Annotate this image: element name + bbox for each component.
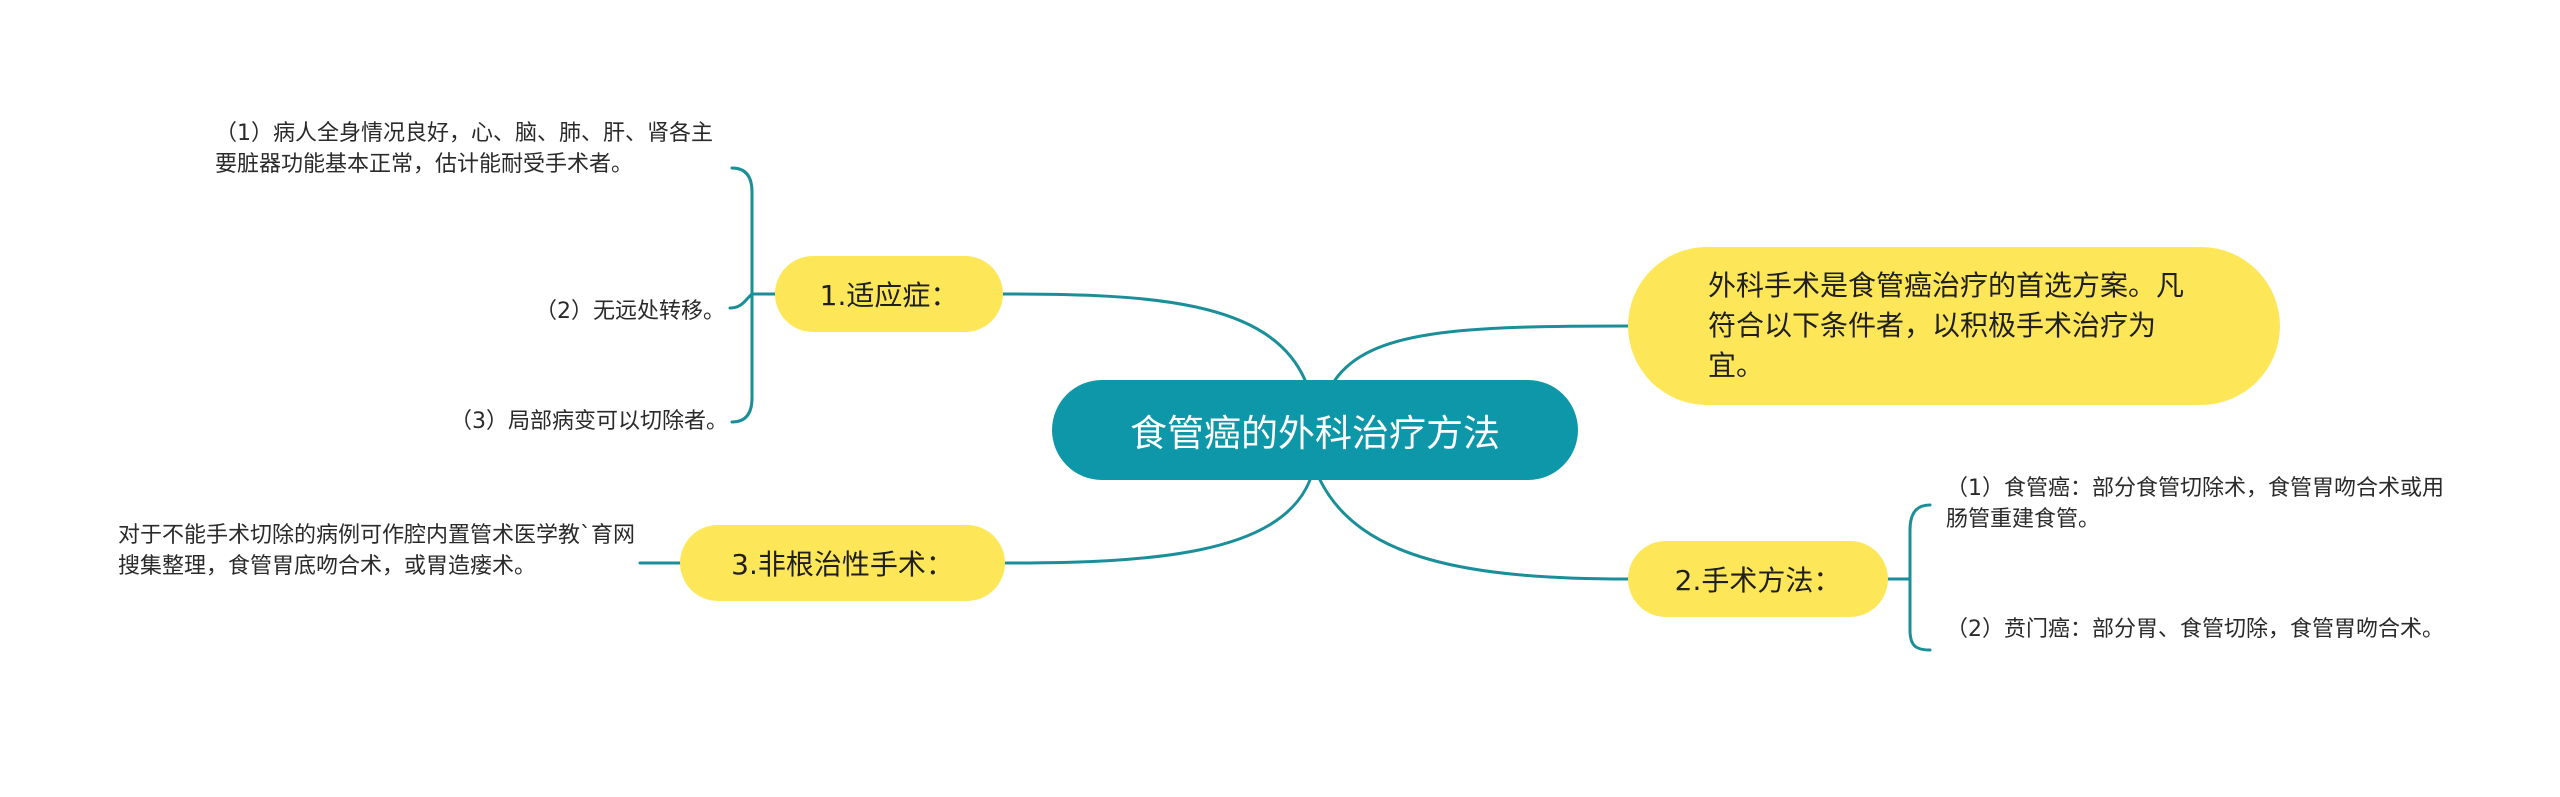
link-root-branch3 (1003, 478, 1312, 565)
branch-non-radical-surgery[interactable]: 3.非根治性手术： (680, 525, 1005, 601)
leaf-indication-general-condition[interactable]: （1）病人全身情况良好，心、脑、肺、肝、肾各主要脏器功能基本正常，估计能耐受手术… (215, 121, 713, 177)
link-root-branch1 (1001, 292, 1307, 382)
intro-topic[interactable]: 外科手术是食管癌治疗的首选方案。凡符合以下条件者，以积极手术治疗为宜。 (1628, 247, 2280, 405)
link-root-intro (1333, 324, 1630, 382)
leaf-non-radical-description[interactable]: 对于不能手术切除的病例可作腔内置管术医学教`育网搜集整理，食管胃底吻合术，或胃造… (118, 523, 636, 579)
link-root-branch2 (1318, 478, 1630, 581)
link-branch2-bracket (1908, 503, 1932, 652)
leaf-method-cardia-cancer[interactable]: （2）贲门癌：部分胃、食管切除，食管胃吻合术。 (1946, 617, 2444, 642)
branch-surgical-methods[interactable]: 2.手术方法： (1628, 541, 1888, 617)
branch-indications[interactable]: 1.适应症： (775, 256, 1003, 332)
root-topic[interactable]: 食管癌的外科治疗方法 (1052, 380, 1578, 480)
leaf-indication-resectable[interactable]: （3）局部病变可以切除者。 (450, 409, 728, 434)
leaf-method-esophageal-cancer[interactable]: （1）食管癌：部分食管切除术，食管胃吻合术或用肠管重建食管。 (1946, 476, 2444, 532)
link-branch1-leaf2 (728, 292, 754, 310)
leaf-indication-no-metastasis[interactable]: （2）无远处转移。 (535, 299, 725, 324)
